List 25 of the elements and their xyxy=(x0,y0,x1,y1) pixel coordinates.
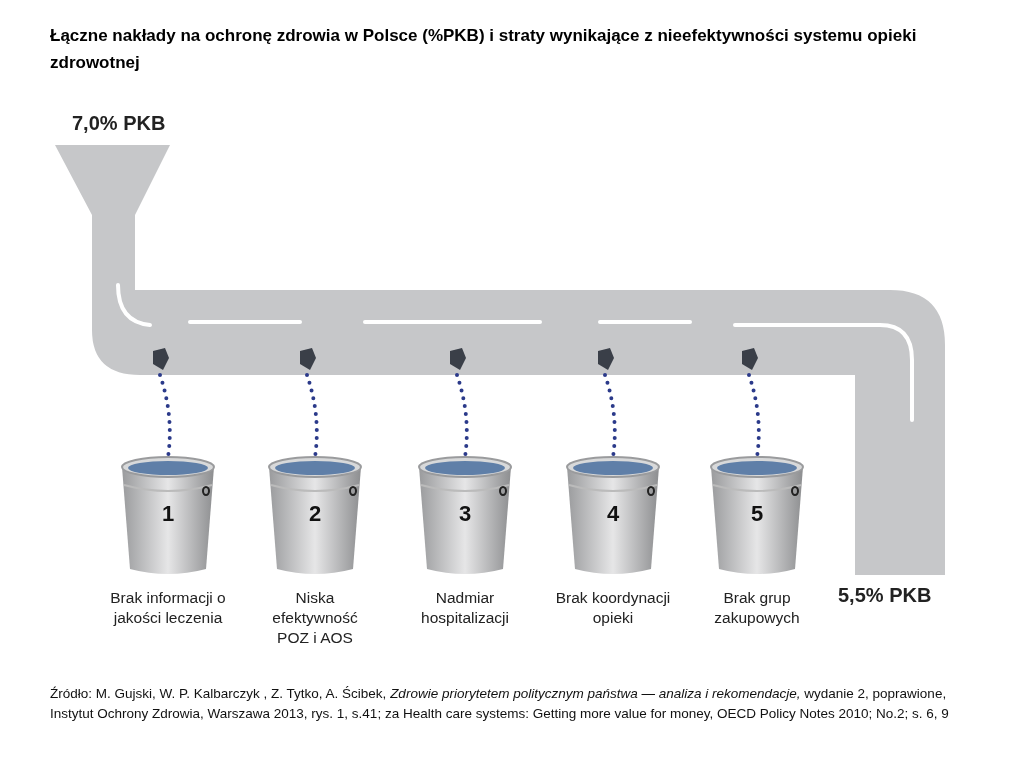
bucket-number: 2 xyxy=(307,501,323,527)
bucket-caption: Niska efektywność POZ i AOS xyxy=(271,588,359,648)
bucket xyxy=(709,455,805,577)
drip-line xyxy=(747,373,761,459)
bucket xyxy=(267,455,363,577)
flow-label: 7,0% PKB xyxy=(72,112,166,135)
bucket xyxy=(565,455,661,577)
source-note: Źródło: M. Gujski, W. P. Kalbarczyk , Z. Tytko, A. Ścibek, Zdrowie priorytetem politycznym państwa — analiza i rekomendacje, wydanie 2, poprawione, Instytut Ochrony Zdrowia, Warszawa 2013, rys. 1, s.41; za Health care systems: Getting more value for money, OECD Policy Notes 2010; No.2; s. 6, 9 xyxy=(50,685,950,723)
drip-line xyxy=(603,373,617,459)
drip-line xyxy=(158,373,172,459)
bucket-caption: Nadmiar hospitalizacji xyxy=(420,588,510,628)
bucket-number: 3 xyxy=(457,501,473,527)
bucket-number: 5 xyxy=(749,501,765,527)
bucket-caption: Brak grup zakupowych xyxy=(713,588,801,628)
pipe-drawing xyxy=(55,145,945,575)
drip-line xyxy=(305,373,319,459)
drip-line xyxy=(455,373,469,459)
title: Łączne nakłady na ochronę zdrowia w Polsce (%PKB) i straty wynikające z nieefektywności systemu opieki zdrowotnej xyxy=(50,25,918,74)
bucket-number: 1 xyxy=(160,501,176,527)
bucket xyxy=(417,455,513,577)
bucket-number: 4 xyxy=(605,501,621,527)
bucket xyxy=(120,455,216,577)
bucket-caption: Brak koordynacji opieki xyxy=(554,588,672,628)
flow-label: 5,5% PKB xyxy=(838,584,932,607)
bucket-caption: Brak informacji o jakości leczenia xyxy=(109,588,227,628)
